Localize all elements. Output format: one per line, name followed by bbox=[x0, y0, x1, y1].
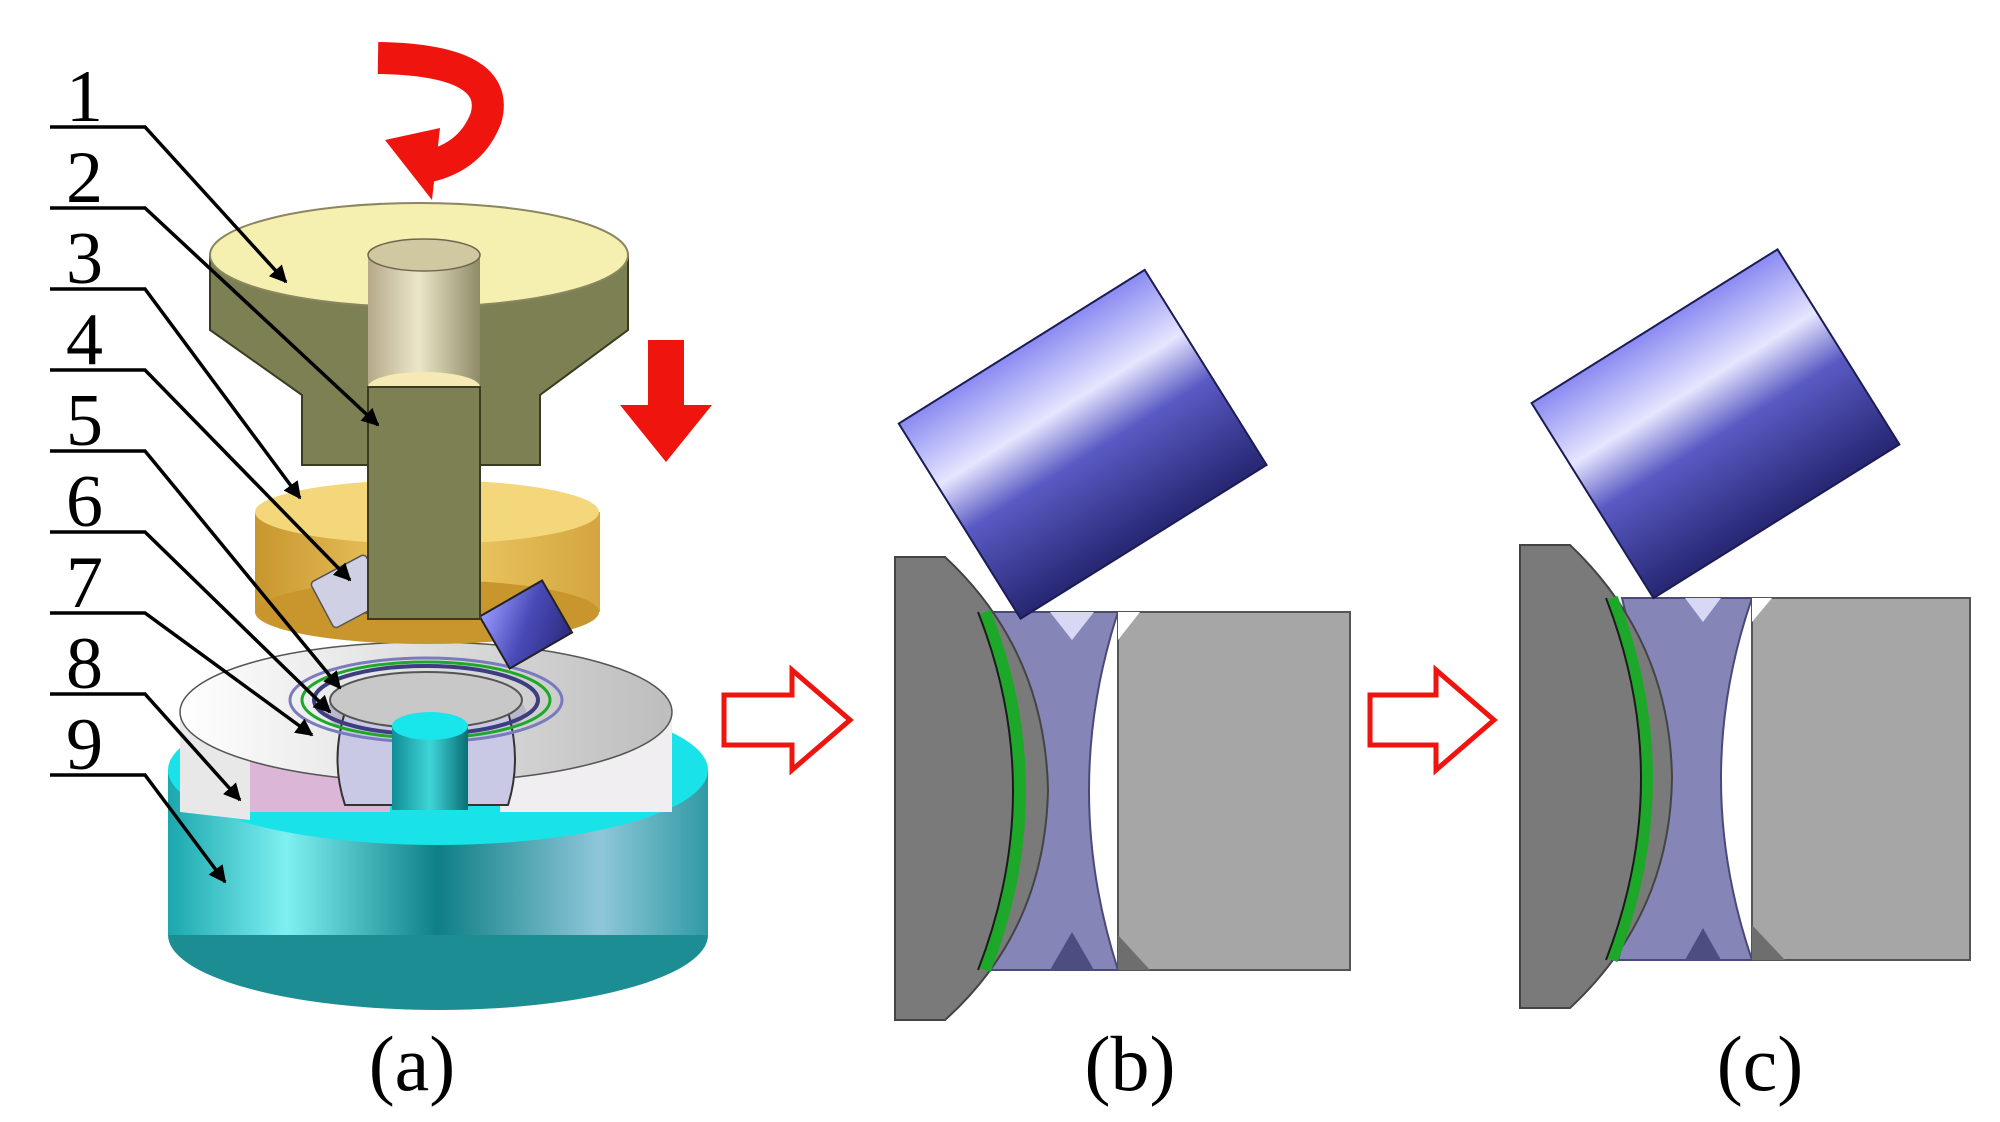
groove-top bbox=[1050, 612, 1094, 640]
panel-a: 1 2 3 4 5 6 7 8 9 (a) bbox=[50, 42, 712, 1107]
forming-roller bbox=[897, 268, 1268, 620]
green-layer bbox=[1606, 595, 1653, 963]
label-3: 3 bbox=[66, 218, 103, 300]
process-arrow-1 bbox=[721, 664, 854, 776]
label-4: 4 bbox=[66, 299, 103, 381]
upper-tool bbox=[209, 202, 629, 620]
support-block bbox=[1751, 597, 1971, 961]
forming-roller bbox=[1530, 247, 1901, 600]
process-arrow-2 bbox=[1367, 664, 1498, 776]
label-2: 2 bbox=[66, 137, 103, 219]
groove-top bbox=[1685, 598, 1721, 622]
center-stud bbox=[392, 712, 468, 810]
feed-down-arrow bbox=[620, 340, 712, 462]
support-block bbox=[1117, 611, 1351, 971]
label-1: 1 bbox=[66, 56, 103, 138]
leader-lines bbox=[50, 125, 380, 884]
label-9: 9 bbox=[66, 704, 103, 786]
groove-bottom bbox=[1685, 928, 1721, 960]
groove-bottom bbox=[1050, 932, 1094, 970]
part-numbers: 1 2 3 4 5 6 7 8 9 bbox=[66, 56, 103, 786]
rotation-arrow bbox=[377, 42, 504, 200]
caption-c: (c) bbox=[1717, 1020, 1804, 1107]
green-layer bbox=[979, 609, 1026, 973]
label-8: 8 bbox=[66, 623, 103, 705]
panel-b: (b) bbox=[894, 268, 1351, 1107]
caption-b: (b) bbox=[1085, 1020, 1176, 1107]
caption-a: (a) bbox=[369, 1020, 456, 1107]
label-6: 6 bbox=[66, 461, 103, 543]
label-7: 7 bbox=[66, 542, 103, 624]
label-5: 5 bbox=[66, 380, 103, 462]
panel-c: (c) bbox=[1519, 247, 1971, 1107]
